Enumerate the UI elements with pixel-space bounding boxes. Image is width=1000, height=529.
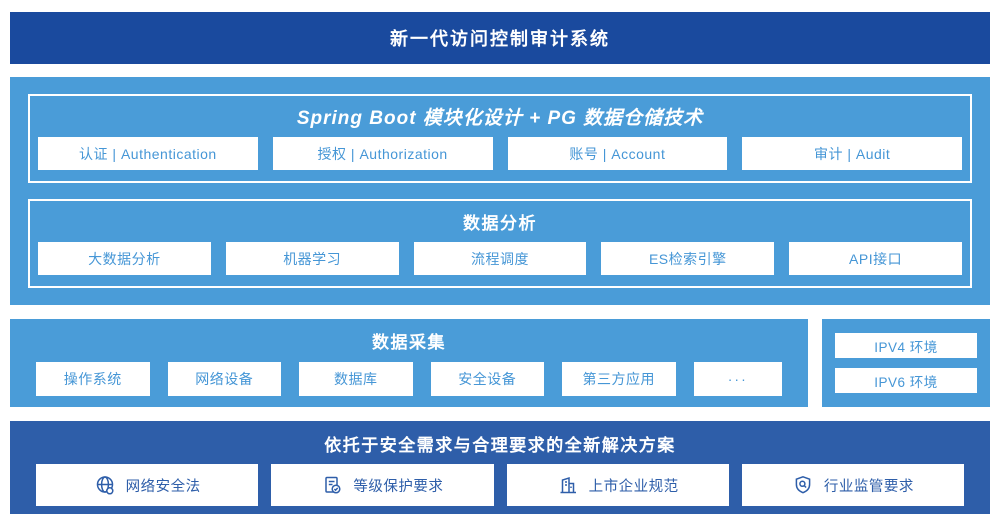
analysis-box-ml: 机器学习 bbox=[225, 242, 399, 275]
solution-label: 等级保护要求 bbox=[353, 478, 444, 495]
globe-icon bbox=[94, 474, 116, 496]
analysis-box-workflow: 流程调度 bbox=[413, 242, 587, 275]
data-collection-row: 操作系统 网络设备 数据库 安全设备 第三方应用 ··· bbox=[36, 362, 783, 396]
ipv6-env-box: IPV6 环境 bbox=[835, 368, 977, 393]
collection-box-network-device: 网络设备 bbox=[167, 362, 281, 396]
analysis-box-bigdata: 大数据分析 bbox=[38, 242, 211, 275]
module-box-authorization: 授权 | Authorization bbox=[272, 137, 493, 170]
data-analysis-row: 大数据分析 机器学习 流程调度 ES检索引擎 API接口 bbox=[30, 242, 970, 286]
page-title: 新一代访问控制审计系统 bbox=[10, 12, 990, 64]
collection-box-os: 操作系统 bbox=[36, 362, 150, 396]
shield-search-icon bbox=[792, 474, 814, 496]
solution-box-industry-regulation: 行业监管要求 bbox=[741, 464, 964, 506]
ipv4-env-box: IPV4 环境 bbox=[835, 333, 977, 358]
data-analysis-panel: 数据分析 大数据分析 机器学习 流程调度 ES检索引擎 API接口 bbox=[28, 199, 972, 288]
analysis-box-api: API接口 bbox=[789, 242, 962, 275]
module-box-account: 账号 | Account bbox=[507, 137, 728, 170]
platform-section: Spring Boot 模块化设计 + PG 数据仓储技术 认证 | Authe… bbox=[10, 77, 990, 305]
solution-box-listed-company: 上市企业规范 bbox=[506, 464, 729, 506]
data-analysis-title: 数据分析 bbox=[463, 214, 537, 233]
solution-label: 行业监管要求 bbox=[823, 478, 914, 495]
module-box-authentication: 认证 | Authentication bbox=[38, 137, 258, 170]
collection-box-more: ··· bbox=[693, 362, 783, 396]
collection-box-thirdparty: 第三方应用 bbox=[562, 362, 676, 396]
network-env-panel: IPV4 环境 IPV6 环境 bbox=[822, 319, 990, 407]
document-check-icon bbox=[321, 474, 343, 496]
solution-section: 依托于安全需求与合理要求的全新解决方案 网络安全法 bbox=[10, 421, 990, 514]
solution-box-classified-protection: 等级保护要求 bbox=[271, 464, 494, 506]
springboot-panel: Spring Boot 模块化设计 + PG 数据仓储技术 认证 | Authe… bbox=[28, 94, 972, 183]
data-collection-section: 数据采集 操作系统 网络设备 数据库 安全设备 第三方应用 ··· bbox=[10, 319, 808, 407]
module-box-audit: 审计 | Audit bbox=[742, 137, 962, 170]
collection-box-security-device: 安全设备 bbox=[430, 362, 544, 396]
solution-label: 上市企业规范 bbox=[588, 478, 679, 495]
springboot-panel-title: Spring Boot 模块化设计 + PG 数据仓储技术 bbox=[296, 108, 704, 129]
building-icon bbox=[557, 474, 579, 496]
solution-label: 网络安全法 bbox=[125, 478, 201, 495]
solution-box-cybersecurity-law: 网络安全法 bbox=[36, 464, 259, 506]
solution-row: 网络安全法 等级保护要求 bbox=[36, 464, 964, 506]
analysis-box-es: ES检索引擎 bbox=[601, 242, 775, 275]
collection-box-database: 数据库 bbox=[299, 362, 413, 396]
data-collection-title: 数据采集 bbox=[372, 333, 446, 352]
solution-title: 依托于安全需求与合理要求的全新解决方案 bbox=[324, 436, 676, 455]
springboot-module-row: 认证 | Authentication 授权 | Authorization 账… bbox=[30, 137, 970, 181]
